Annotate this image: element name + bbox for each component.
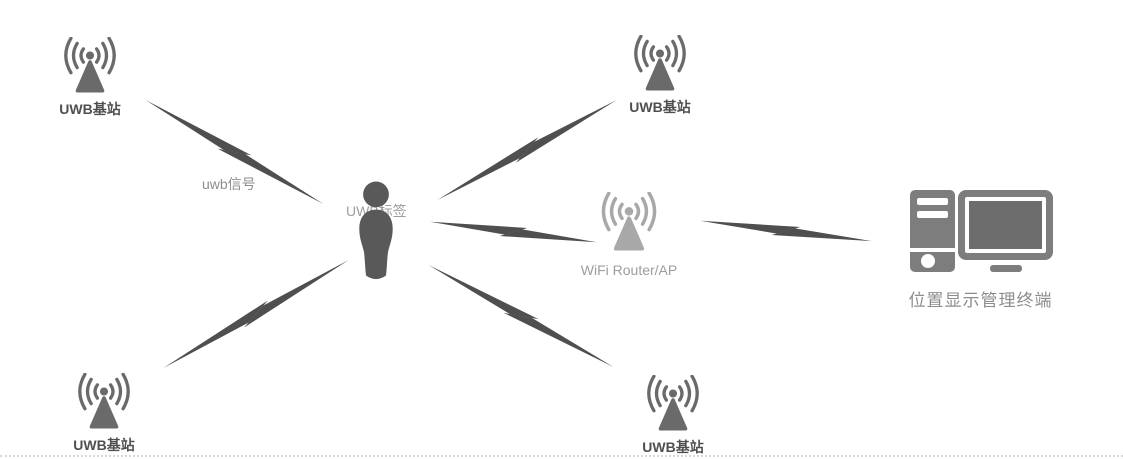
node-uwb-station-top-left: UWB基站 — [57, 37, 123, 119]
uwb-station-label: UWB基站 — [73, 437, 135, 453]
uwb-station-label: UWB基站 — [59, 101, 121, 117]
bolt-shape — [771, 228, 872, 242]
uwb-station-label: UWB基站 — [629, 99, 691, 115]
terminal-label: 位置显示管理终端 — [908, 291, 1053, 310]
node-uwb-station-bottom-left: UWB基站 — [71, 373, 137, 455]
antenna-icon — [646, 375, 700, 431]
bolt-shape — [499, 229, 597, 243]
bolt-shape — [437, 137, 539, 200]
node-uwb-station-bottom-right: UWB基站 — [640, 375, 706, 457]
desktop-computer-icon — [910, 190, 1053, 272]
node-management-terminal: 位置显示管理终端 — [908, 189, 1053, 311]
node-uwb-station-top-right: UWB基站 — [627, 35, 693, 117]
bolt-shape — [244, 260, 349, 328]
bottom-dotted-border — [0, 455, 1123, 457]
signal-bolt-tag-to-wifi — [430, 221, 597, 243]
bolt-shape — [163, 300, 268, 368]
antenna-icon — [633, 35, 687, 91]
signal-bolt-wifi-to-terminal — [700, 220, 872, 242]
bolt-shape — [430, 221, 528, 235]
node-uwb-tag-person — [355, 181, 397, 286]
person-icon — [359, 181, 393, 280]
antenna-icon — [63, 37, 117, 93]
wifi-antenna-icon — [601, 192, 657, 251]
signal-bolt-bl-to-tag — [163, 260, 349, 368]
uwb-signal-edge-label: uwb信号 — [202, 176, 256, 192]
antenna-icon — [77, 373, 131, 429]
uwb-station-label: UWB基站 — [642, 439, 704, 455]
signal-bolt-tag-to-tr — [437, 100, 617, 200]
bolt-shape — [700, 220, 801, 234]
wifi-router-label: WiFi Router/AP — [580, 262, 678, 278]
node-wifi-router-ap: WiFi Router/AP — [581, 192, 677, 278]
bolt-shape — [515, 100, 617, 163]
